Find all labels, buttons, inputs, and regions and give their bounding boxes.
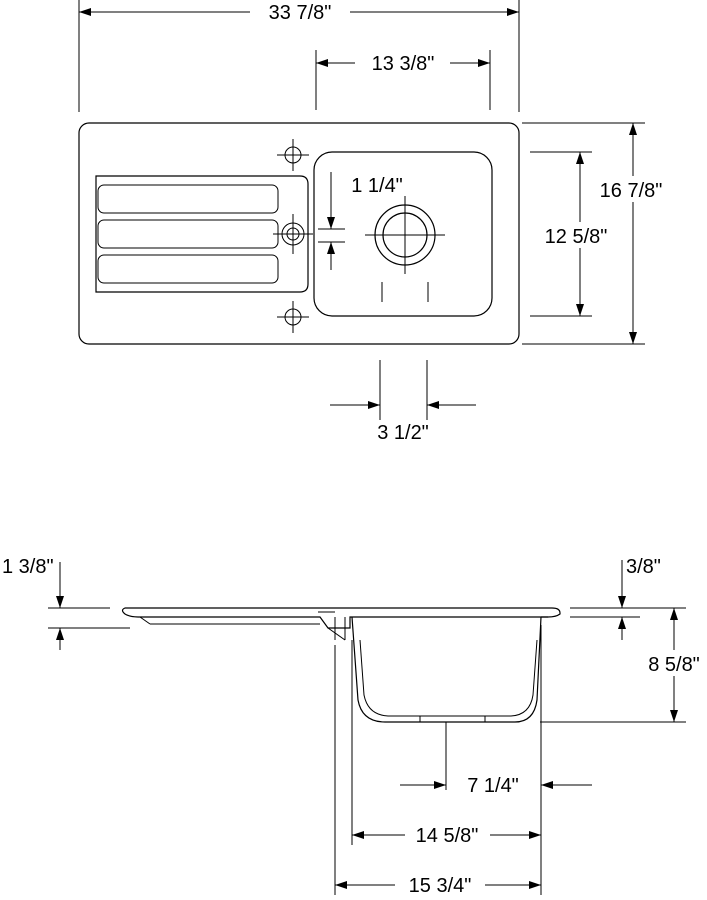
label-side-bowl-depth: 8 5/8" (648, 654, 700, 676)
label-bowl-width: 13 3/8" (372, 53, 435, 75)
bowl-profile (351, 616, 542, 723)
dim-outer-width: 15 3/4" (335, 875, 541, 897)
dim-inner-width: 14 5/8" (352, 825, 541, 847)
top-view: 33 7/8" 13 3/8" 16 7/8" (78, 0, 674, 444)
side-view: 1 3/8" 3/8" 8 5/8" (2, 556, 707, 897)
dim-bowl-depth: 12 5/8" (530, 151, 616, 317)
drain (365, 196, 445, 302)
tap-hole-center (273, 214, 313, 254)
dim-overall-depth: 16 7/8" (522, 122, 674, 345)
dim-bowl-width: 13 3/8" (315, 50, 491, 110)
label-overall-depth: 16 7/8" (600, 180, 663, 202)
label-inner-width: 14 5/8" (416, 825, 479, 847)
dim-drain-spacing: 3 1/2" (330, 360, 476, 444)
label-rim-height: 1 3/8" (2, 556, 54, 578)
sink-outline (78, 122, 520, 345)
dim-deck-thickness: 3/8" (570, 556, 686, 640)
label-deck-thickness: 3/8" (626, 556, 661, 578)
label-faucet-offset: 1 1/4" (351, 175, 403, 197)
dim-faucet-offset: 1 1/4" (318, 172, 403, 270)
dim-rim-height: 1 3/8" (2, 556, 130, 650)
bowl-outline (313, 151, 493, 317)
label-overall-width: 33 7/8" (269, 2, 332, 24)
label-outer-width: 15 3/4" (409, 875, 472, 897)
label-drain-offset: 7 1/4" (467, 775, 519, 797)
dim-overall-width: 33 7/8" (78, 0, 520, 112)
tap-hole-top (277, 139, 309, 171)
dim-side-bowl-depth: 8 5/8" (540, 608, 707, 723)
dim-drain-offset: 7 1/4" (400, 775, 592, 797)
deck-profile (121, 607, 561, 629)
tap-hole-bottom (277, 301, 309, 333)
label-bowl-depth: 12 5/8" (545, 226, 608, 248)
label-drain-spacing: 3 1/2" (377, 422, 429, 444)
